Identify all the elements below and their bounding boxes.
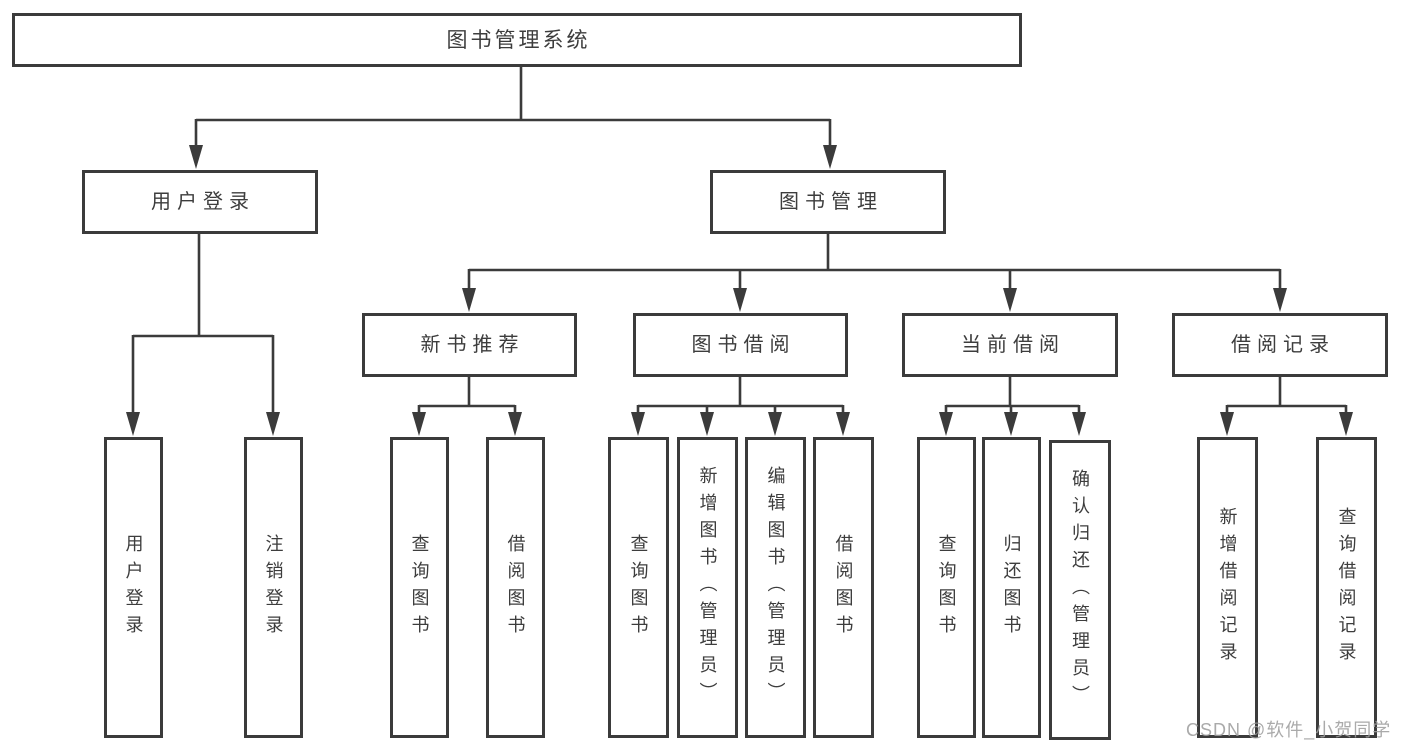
leaf-borrow-books: 借阅图书	[813, 437, 874, 738]
node-label: 借阅图书	[833, 533, 854, 642]
node-user-login: 用户登录	[82, 170, 318, 234]
node-label: 确认归还（管理员）	[1070, 468, 1090, 712]
node-library-management-system: 图书管理系统	[12, 13, 1022, 67]
node-new-book-recommend: 新书推荐	[362, 313, 577, 377]
leaf-add-book-admin: 新增图书（管理员）	[677, 437, 738, 738]
node-label: 查询借阅记录	[1336, 506, 1357, 669]
node-label: 借阅记录	[1231, 334, 1335, 356]
node-book-borrow: 图书借阅	[633, 313, 848, 377]
leaf-add-borrow-record: 新增借阅记录	[1197, 437, 1258, 738]
node-current-borrow: 当前借阅	[902, 313, 1118, 377]
node-label: 查询图书	[936, 533, 957, 642]
node-label: 归还图书	[1001, 533, 1022, 642]
leaf-confirm-return-admin: 确认归还（管理员）	[1049, 440, 1111, 740]
leaf-query-books-borrow: 查询图书	[608, 437, 669, 738]
node-label: 新增图书（管理员）	[697, 466, 718, 709]
node-label: 注销登录	[263, 533, 284, 642]
node-label: 用户登录	[151, 191, 255, 213]
node-label: 用户登录	[123, 533, 144, 642]
arrowheads	[126, 145, 1353, 436]
node-label: 编辑图书（管理员）	[765, 466, 786, 709]
node-label: 当前借阅	[961, 334, 1065, 356]
leaf-query-books-current: 查询图书	[917, 437, 976, 738]
node-label: 图书管理	[779, 191, 883, 213]
leaf-user-login: 用户登录	[104, 437, 163, 738]
node-borrow-records: 借阅记录	[1172, 313, 1388, 377]
node-label: 图书管理系统	[446, 28, 591, 52]
leaf-borrow-books-recommend: 借阅图书	[486, 437, 545, 738]
node-label: 借阅图书	[505, 533, 526, 642]
node-label: 查询图书	[409, 533, 430, 642]
node-label: 查询图书	[628, 533, 649, 642]
leaf-query-borrow-record: 查询借阅记录	[1316, 437, 1377, 738]
node-label: 新增借阅记录	[1217, 506, 1238, 669]
node-book-management: 图书管理	[710, 170, 946, 234]
leaf-return-book: 归还图书	[982, 437, 1041, 738]
leaf-query-books-recommend: 查询图书	[390, 437, 449, 738]
node-label: 新书推荐	[420, 334, 525, 356]
node-label: 图书借阅	[691, 334, 796, 356]
leaf-edit-book-admin: 编辑图书（管理员）	[745, 437, 806, 738]
leaf-logout: 注销登录	[244, 437, 303, 738]
csdn-watermark: CSDN @软件_小贺同学	[1186, 720, 1392, 740]
